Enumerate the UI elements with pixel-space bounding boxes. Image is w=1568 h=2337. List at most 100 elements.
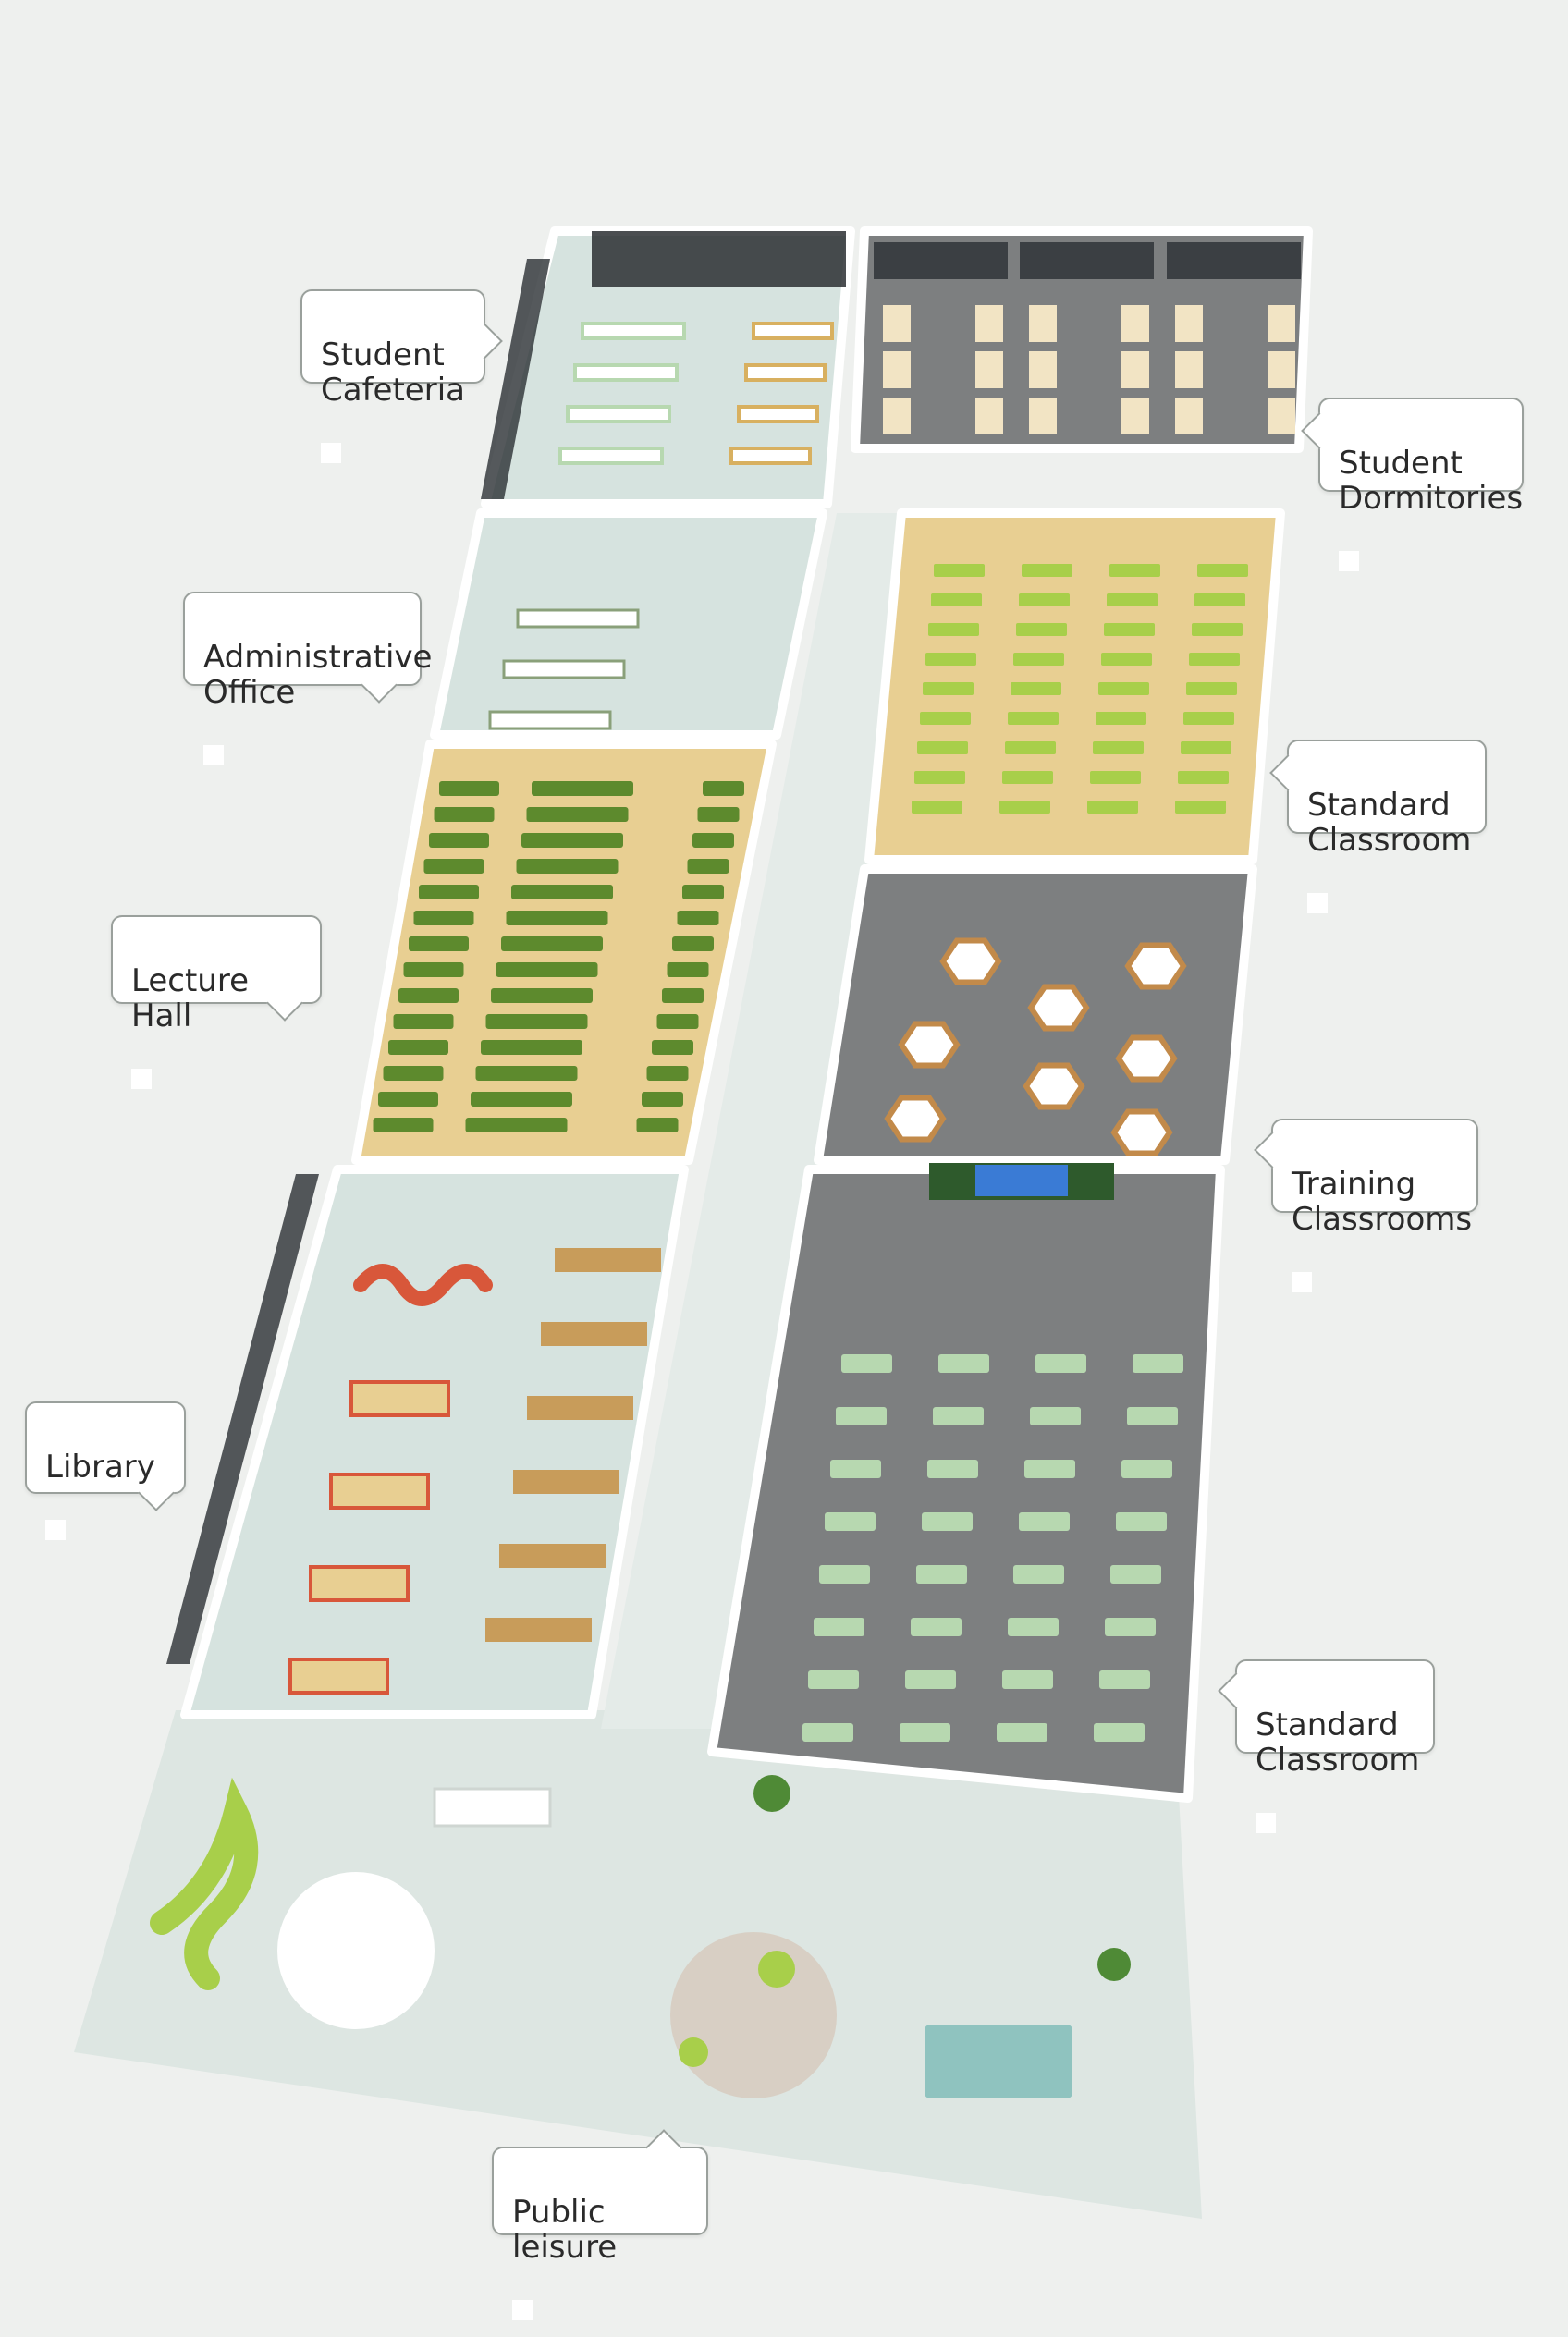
label-lecture-hall: Lecture Hall bbox=[111, 915, 322, 1089]
classroom-desk bbox=[841, 1354, 892, 1373]
dorm-bed bbox=[1268, 351, 1295, 388]
lecture-seat-row bbox=[697, 807, 740, 822]
hexagon-table bbox=[884, 1095, 947, 1143]
classroom-desk bbox=[997, 1723, 1047, 1742]
classroom-desk bbox=[1110, 1565, 1161, 1584]
library-shelf bbox=[541, 1322, 647, 1346]
lecture-seat-row bbox=[703, 781, 744, 796]
classroom-desk bbox=[1107, 593, 1158, 606]
classroom-desk bbox=[927, 1460, 978, 1478]
lecture-seat-row bbox=[471, 1092, 572, 1107]
classroom-desk bbox=[1189, 653, 1240, 666]
lecture-seat-row bbox=[383, 1066, 444, 1081]
classroom-desk bbox=[1002, 771, 1053, 784]
library-table bbox=[349, 1380, 450, 1417]
classroom-desk bbox=[1116, 1512, 1167, 1531]
classroom-desk bbox=[1090, 771, 1141, 784]
lecture-seat-row bbox=[636, 1118, 679, 1132]
library-snake-seat bbox=[353, 1264, 493, 1306]
cafeteria-table bbox=[729, 447, 812, 465]
reception-desk bbox=[433, 1787, 552, 1828]
classroom-desk bbox=[1197, 564, 1248, 577]
lecture-seat-row bbox=[378, 1092, 438, 1107]
library-shelf bbox=[499, 1544, 606, 1568]
label-public-leisure: Public leisure bbox=[492, 2129, 708, 2320]
label-student-dormitories-text: Student Dormitories bbox=[1339, 445, 1524, 517]
dorm-bed bbox=[1121, 305, 1149, 342]
dorm-bed bbox=[883, 398, 911, 434]
classroom-desk bbox=[1022, 564, 1072, 577]
classroom-desk bbox=[819, 1565, 870, 1584]
dorm-bed bbox=[1175, 398, 1203, 434]
classroom-desk bbox=[814, 1618, 864, 1636]
classroom-desk bbox=[1181, 741, 1231, 754]
classroom-desk bbox=[1104, 623, 1155, 636]
library-shelf bbox=[513, 1470, 619, 1494]
classroom-desk bbox=[928, 623, 979, 636]
dorm-bed bbox=[975, 305, 1003, 342]
classroom-desk bbox=[1016, 623, 1067, 636]
hexagon-table bbox=[1027, 984, 1090, 1032]
dorm-bed bbox=[1121, 351, 1149, 388]
lecture-seat-row bbox=[526, 807, 629, 822]
library-table bbox=[288, 1658, 389, 1695]
hexagon-table bbox=[1124, 942, 1187, 990]
dorm-bed bbox=[1268, 398, 1295, 434]
classroom-desk bbox=[1030, 1407, 1081, 1425]
classroom-desk bbox=[1024, 1460, 1075, 1478]
dorm-bed bbox=[1121, 398, 1149, 434]
classroom-desk bbox=[830, 1460, 881, 1478]
library-shelf bbox=[485, 1618, 592, 1642]
label-standard-classroom-bottom: Standard Classroom bbox=[1218, 1659, 1435, 1833]
classroom-desk bbox=[1127, 1407, 1178, 1425]
hexagon-table bbox=[898, 1021, 961, 1069]
classroom-desk bbox=[1178, 771, 1229, 784]
classroom-desk bbox=[900, 1723, 950, 1742]
dorm-bed bbox=[975, 398, 1003, 434]
lecture-seat-row bbox=[516, 859, 619, 874]
classroom-desk bbox=[1087, 801, 1138, 814]
lecture-seat-row bbox=[409, 936, 469, 951]
label-library: Library bbox=[25, 1401, 186, 1540]
lecture-seat-row bbox=[403, 962, 464, 977]
label-administrative-office: Administrative Office bbox=[183, 592, 432, 765]
lecture-seat-row bbox=[423, 859, 484, 874]
cafeteria-table bbox=[573, 363, 679, 382]
lecture-seat-row bbox=[501, 936, 603, 951]
lecture-seat-row bbox=[506, 911, 608, 925]
office-desk bbox=[488, 710, 612, 730]
room-student-dormitories bbox=[851, 226, 1313, 453]
lecture-seat-row bbox=[646, 1066, 689, 1081]
cafeteria-side-window bbox=[481, 259, 550, 499]
leisure-sofa bbox=[925, 2025, 1072, 2098]
lecture-seat-row bbox=[398, 988, 459, 1003]
leisure-round-rug bbox=[277, 1872, 435, 2029]
lecture-seat-row bbox=[485, 1014, 588, 1029]
lecture-seat-row bbox=[682, 885, 724, 899]
room-lecture-hall bbox=[351, 740, 777, 1165]
classroom-desk bbox=[905, 1670, 956, 1689]
lecture-seat-row bbox=[662, 988, 704, 1003]
hexagon-table bbox=[1110, 1108, 1173, 1156]
lecture-seat-row bbox=[532, 781, 633, 796]
classroom-desk bbox=[1005, 741, 1056, 754]
dorm-bed bbox=[1268, 305, 1295, 342]
classroom-desk bbox=[1121, 1460, 1172, 1478]
classroom-desk bbox=[925, 653, 976, 666]
lecture-seat-row bbox=[677, 911, 719, 925]
potted-plant bbox=[753, 1775, 790, 1812]
label-standard-classroom-bottom-text: Standard Classroom bbox=[1256, 1707, 1420, 1779]
classroom-desk bbox=[1008, 1618, 1059, 1636]
label-student-cafeteria: Student Cafeteria bbox=[300, 289, 503, 463]
classroom-desk bbox=[836, 1407, 887, 1425]
classroom-desk bbox=[938, 1354, 989, 1373]
classroom-desk bbox=[1008, 712, 1059, 725]
lecture-seat-row bbox=[481, 1040, 582, 1055]
dorm-bed bbox=[975, 351, 1003, 388]
classroom-desk bbox=[1093, 741, 1144, 754]
classroom-desk bbox=[934, 564, 985, 577]
cafeteria-table bbox=[566, 405, 671, 423]
dorm-window-3 bbox=[1167, 242, 1301, 279]
classroom-desk bbox=[1109, 564, 1160, 577]
library-side-window bbox=[166, 1174, 319, 1664]
